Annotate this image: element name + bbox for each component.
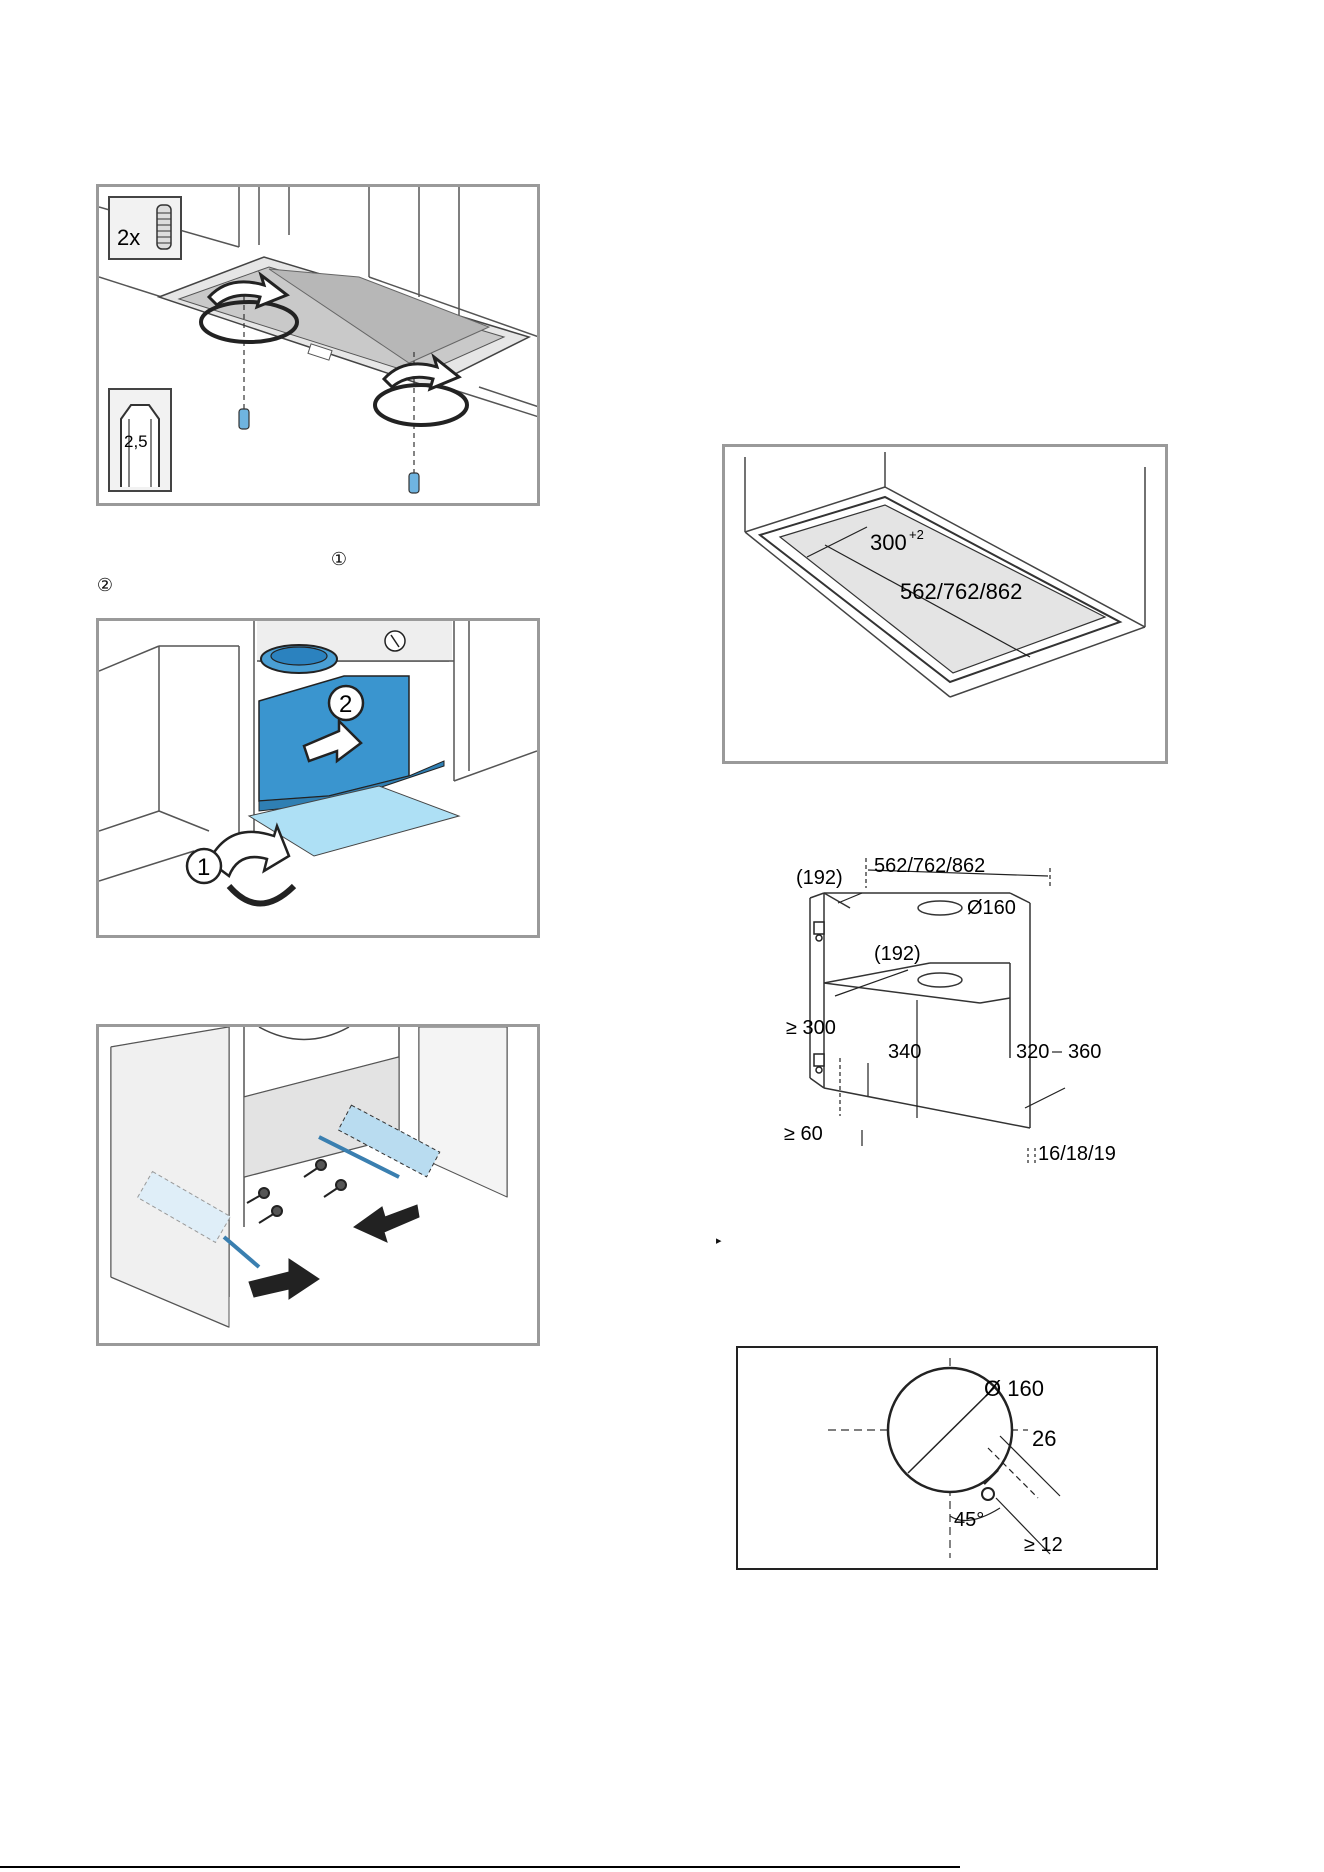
step-marker-2: ② [96, 576, 114, 594]
screw-icon [239, 409, 249, 429]
cutout-depth-label: 300 [870, 530, 907, 555]
screw-icon [409, 473, 419, 493]
cutout-depth-tolerance: +2 [909, 527, 924, 542]
shelf-height-label: 340 [888, 1041, 921, 1063]
figure-cutout-dimensions: 300 +2 562/762/862 [722, 444, 1168, 764]
list-bullet: ▸ [716, 1234, 722, 1247]
duct-hole-label: Ø160 [967, 897, 1016, 919]
shelf-offset-label: (192) [874, 943, 921, 965]
slot-min-label: ≥ 12 [1024, 1534, 1063, 1556]
mounting-rails-illustration [99, 1027, 537, 1343]
cutout-illustration: 300 +2 562/762/862 [725, 447, 1165, 761]
hinge-icon [814, 922, 824, 1073]
board-thickness-label: 16/18/19 [1038, 1143, 1116, 1165]
min-bottom-label: ≥ 60 [784, 1123, 823, 1145]
slot-width-label: 26 [1032, 1426, 1056, 1451]
footer-rule [0, 1866, 960, 1868]
step-badge-2-label: 2 [339, 691, 352, 718]
screw-count-label: 2x [117, 225, 140, 250]
push-arrow-icon [354, 1205, 419, 1242]
power-plug-icon [385, 631, 405, 651]
hole-dimension-drawing: Ø 160 26 45° ≥ 12 [738, 1348, 1156, 1568]
step-marker-1: ① [330, 550, 348, 568]
screw-mounting-illustration: 2x 2,5 [99, 187, 537, 503]
cutout-width-label: 562/762/862 [900, 579, 1022, 604]
min-height-label: ≥ 300 [786, 1017, 836, 1039]
slot-angle-label: 45° [954, 1509, 984, 1531]
screw-count-box: 2x [109, 197, 181, 259]
depth-range-end-label: 360 [1068, 1041, 1101, 1063]
depth-range-label: 320 [1016, 1041, 1049, 1063]
top-offset-label: (192) [796, 867, 843, 889]
figure-screw-mounting: 2x 2,5 [96, 184, 540, 506]
figure-hole-dimensions: Ø 160 26 45° ≥ 12 [736, 1346, 1158, 1570]
slide-out-illustration: 2 1 [99, 621, 537, 935]
hex-key-box: 2,5 [109, 389, 171, 491]
threaded-screw-icon [157, 205, 171, 249]
hole-diameter-label: Ø 160 [984, 1376, 1044, 1401]
step-badge-1-label: 1 [197, 854, 210, 881]
hex-key-size-label: 2,5 [124, 432, 148, 451]
figure-slide-out: 2 1 [96, 618, 540, 938]
figure-mounting-rails [96, 1024, 540, 1346]
cabinet-width-label: 562/762/862 [874, 855, 985, 877]
cabinet-dimension-drawing: 562/762/862 (192) Ø160 (192) ≥ 300 340 3… [780, 848, 1130, 1178]
